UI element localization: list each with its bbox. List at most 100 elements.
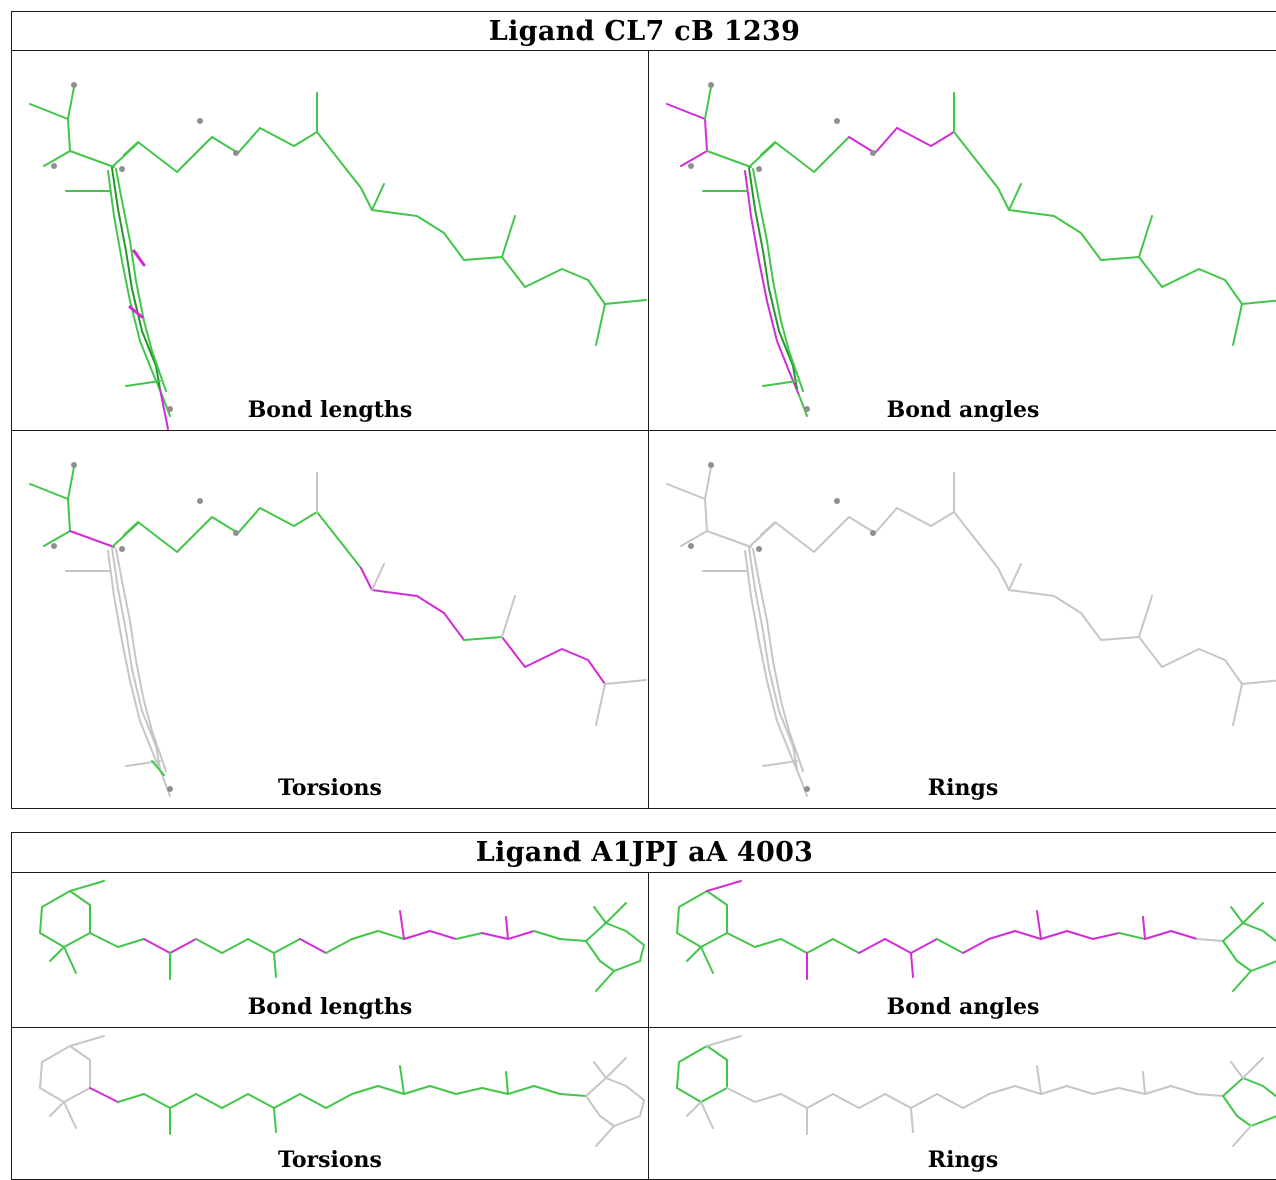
link-bond xyxy=(70,151,114,167)
chain-bond xyxy=(1041,1086,1067,1094)
chain-bond xyxy=(456,1088,482,1094)
chain-bond-outlier xyxy=(859,939,885,953)
methyl-bond xyxy=(605,680,646,684)
substituent-bond xyxy=(126,381,160,386)
chain-bond-outlier xyxy=(989,931,1015,939)
chain-bond xyxy=(781,1094,807,1108)
panel-caption: Bond angles xyxy=(649,397,1276,423)
chain-bond xyxy=(1119,933,1145,939)
panel-torsions: Torsions xyxy=(12,1028,649,1180)
chain-bond xyxy=(404,1086,430,1094)
ring-substituent-bond xyxy=(596,1126,614,1146)
ring-substituent-bond xyxy=(701,1102,713,1128)
ligand-cl7-table: Ligand CL7 cB 1239 Bond lengths Bond ang… xyxy=(11,11,1276,809)
head-bond xyxy=(667,484,707,546)
chain-bond-outlier xyxy=(1041,931,1067,939)
chain-bond xyxy=(144,1094,170,1108)
panel-caption: Bond lengths xyxy=(12,994,648,1020)
atom xyxy=(51,543,57,549)
methyl-bond xyxy=(400,1066,404,1094)
ring-substituent-bond xyxy=(606,1058,626,1078)
ring-substituent-bond xyxy=(70,881,104,891)
chain-bond xyxy=(761,137,849,172)
chain-bond xyxy=(963,1094,989,1108)
chain-bond xyxy=(464,637,502,640)
chain-bond xyxy=(352,1086,378,1094)
chain-bond xyxy=(833,939,859,953)
chain-bond xyxy=(124,128,605,304)
chain-bond xyxy=(534,1086,560,1094)
chain-bond xyxy=(1197,939,1223,941)
chain-bond-outlier xyxy=(502,637,605,684)
molecule-group xyxy=(40,1036,644,1146)
methyl-bond xyxy=(596,684,605,725)
methyl-bond xyxy=(1143,917,1145,939)
methyl-bond xyxy=(1233,304,1242,345)
molecule-view-torsions xyxy=(12,431,649,809)
left-ring-bond xyxy=(40,1046,90,1102)
chain-bond xyxy=(196,939,222,953)
stem-bond xyxy=(112,523,138,547)
stem-bond xyxy=(749,143,775,167)
ring-bond xyxy=(753,169,803,391)
panel-bond-lengths: Bond lengths xyxy=(12,873,649,1028)
molecule-group xyxy=(40,881,644,991)
chain-bond-outlier xyxy=(1145,931,1171,939)
chain-bond xyxy=(560,1094,586,1096)
chain-bond xyxy=(456,933,482,939)
atom xyxy=(71,462,77,468)
ring-bond xyxy=(116,169,166,391)
left-ring-bond xyxy=(677,1046,727,1102)
ring-substituent-bond xyxy=(687,947,701,961)
methyl-bond xyxy=(596,304,605,345)
link-bond xyxy=(707,151,751,167)
chain-bond xyxy=(274,1094,300,1108)
stem-bond xyxy=(749,523,775,547)
methyl-bond xyxy=(1009,184,1021,210)
atom xyxy=(233,150,239,156)
chain-bond xyxy=(1067,1086,1093,1094)
chain-bond xyxy=(1015,1086,1041,1094)
methyl-bond xyxy=(506,917,508,939)
chain-bond-outlier xyxy=(1067,931,1093,939)
methyl-bond xyxy=(1037,911,1041,939)
chain-bond xyxy=(989,1086,1015,1094)
panel-caption: Rings xyxy=(649,775,1276,801)
chain-bond xyxy=(885,1094,911,1108)
chain-bond xyxy=(508,1086,534,1094)
panel-bond-lengths: Bond lengths xyxy=(12,51,649,431)
chain-bond xyxy=(124,508,361,568)
ring-substituent-bond xyxy=(594,907,606,923)
chain-bond-outlier xyxy=(361,568,417,596)
ring-substituent-bond xyxy=(70,1036,104,1046)
chain-bond xyxy=(90,933,118,947)
ring-substituent-bond xyxy=(1231,907,1243,923)
molecule-group xyxy=(677,881,1276,991)
chain-bond xyxy=(833,1094,859,1108)
atom xyxy=(688,543,694,549)
molecule-view-bond-angles xyxy=(649,51,1276,431)
atom xyxy=(870,150,876,156)
ring-substituent-bond xyxy=(1233,971,1251,991)
panel-torsions: Torsions xyxy=(12,431,649,809)
panel-caption: Bond angles xyxy=(649,994,1276,1020)
ring-substituent-bond xyxy=(1231,1062,1243,1078)
left-ring-bond xyxy=(677,891,727,947)
methyl-bond xyxy=(1233,684,1242,725)
chain-bond xyxy=(248,939,274,953)
chain-bond-outlier xyxy=(963,939,989,953)
molecule-group xyxy=(677,1036,1276,1146)
chain-bond xyxy=(755,939,781,947)
chain-bond-outlier xyxy=(430,931,456,939)
ring-substituent-bond xyxy=(687,1102,701,1116)
chain-bond-outlier xyxy=(144,939,170,953)
chain-bond xyxy=(248,1094,274,1108)
ligand-title: Ligand A1JPJ aA 4003 xyxy=(12,833,1276,873)
atom xyxy=(51,163,57,169)
link-bond xyxy=(70,531,114,547)
chain-bond-outlier xyxy=(897,128,954,146)
chain-bond xyxy=(352,931,378,939)
methyl-bond xyxy=(1242,680,1276,684)
chain-bond xyxy=(937,939,963,953)
methyl-bond xyxy=(1009,564,1021,590)
